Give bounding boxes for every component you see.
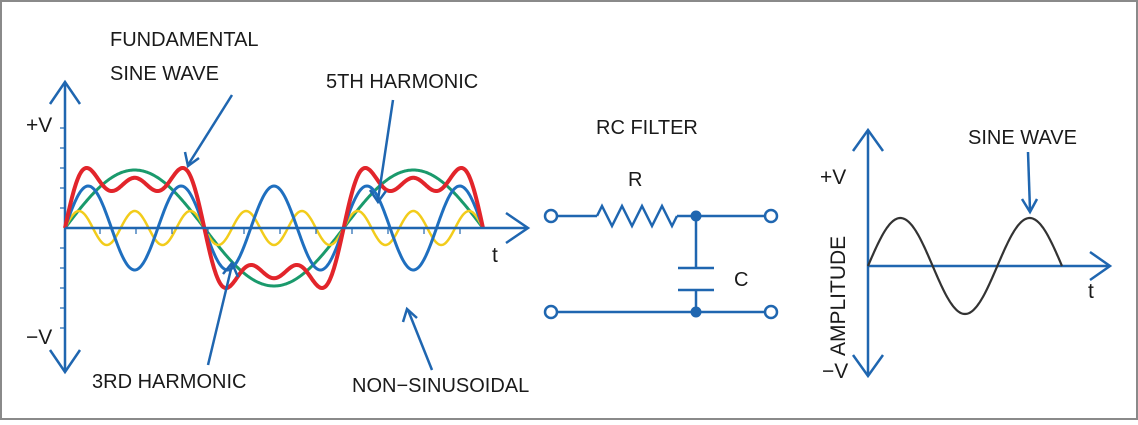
nonsinusoidal-arrowhead: [401, 306, 418, 323]
amplitude-axis-label: AMPLITUDE: [827, 236, 850, 356]
third-harmonic-label: 3RD HARMONIC: [92, 371, 246, 393]
sine-wave-label: SINE WAVE: [968, 127, 1077, 149]
output-terminal-top: [763, 208, 779, 224]
rc-filter-title: RC FILTER: [596, 117, 698, 139]
fifth-arrowhead: [368, 189, 388, 205]
sine-callout-arrow: [1020, 151, 1039, 215]
third-arrow: [206, 264, 234, 366]
fifth-harmonic-label: 5TH HARMONIC: [326, 71, 478, 93]
left-t-label: t: [492, 244, 498, 267]
third-arrowhead: [222, 260, 240, 278]
left-plus-v-label: +V: [26, 114, 52, 137]
left-minus-v-label: −V: [26, 326, 52, 349]
output-terminal-bottom: [763, 304, 779, 320]
capacitor-label: C: [734, 269, 748, 291]
sine-wave: [866, 216, 1064, 316]
fundamental-label-line1: FUNDAMENTAL: [110, 29, 259, 51]
left-t-ticks: [99, 228, 461, 234]
junction-dot-bottom: [690, 306, 702, 318]
right-plus-v-label: +V: [820, 166, 846, 189]
left-y-ticks: [60, 127, 65, 329]
fundamental-arrow: [186, 94, 234, 166]
callout-arrows: [183, 94, 434, 371]
input-terminal-top: [543, 208, 559, 224]
harmonics-diagram: +V −V t FUNDAMENTAL SINE WAVE 5TH HARMON…: [26, 29, 531, 397]
fundamental-label-line2: SINE WAVE: [110, 63, 219, 85]
right-y-axis: [851, 127, 885, 379]
third-harmonic-wave: [63, 184, 485, 272]
left-t-axis: [65, 211, 531, 245]
resistor-zigzag: [595, 203, 679, 229]
sine-wave-diagram: +V −V t SINE WAVE AMPLITUDE: [820, 127, 1113, 383]
rc-filter-circuit: RC FILTER R C: [543, 117, 779, 320]
fundamental-sine-wave: [63, 168, 485, 288]
nonsinusoidal-arrow: [406, 309, 434, 371]
right-minus-v-label: −V: [822, 360, 848, 383]
input-terminal-bottom: [543, 304, 559, 320]
junction-dot-top: [690, 210, 702, 222]
fundamental-arrowhead: [183, 151, 200, 169]
non-sinusoidal-label: NON−SINUSOIDAL: [352, 375, 529, 397]
right-t-axis: [868, 250, 1113, 282]
fifth-harmonic-wave: [63, 209, 485, 247]
fifth-arrow: [376, 99, 395, 201]
resistor-label: R: [628, 169, 642, 191]
non-sinusoidal-wave: [63, 166, 485, 291]
right-t-label: t: [1088, 280, 1094, 303]
